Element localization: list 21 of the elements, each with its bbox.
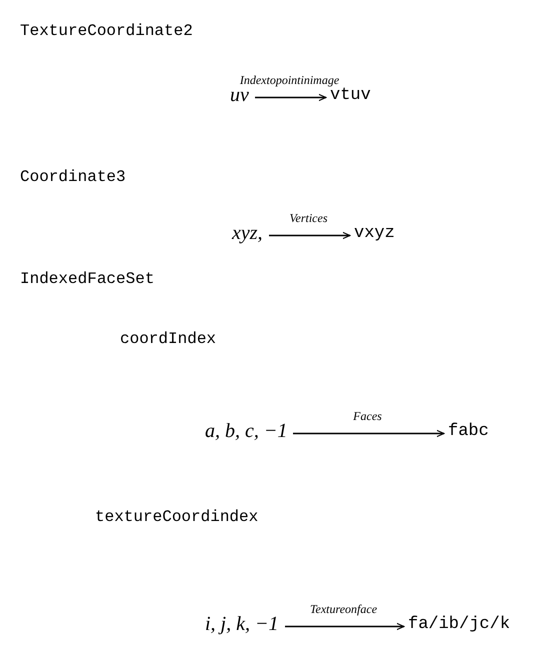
math-term: vtuv: [330, 86, 371, 105]
edge-label: Vertices: [288, 212, 328, 224]
arrow: [269, 232, 351, 240]
math-term: a, b, c, −1: [205, 420, 288, 443]
edge-label: Indextopointinimage: [238, 74, 340, 86]
arrow: [255, 94, 327, 102]
edge-label: Faces: [352, 410, 383, 422]
section-label: textureCoordindex: [95, 508, 258, 526]
edge-label: Textureonface: [308, 603, 378, 615]
math-term: fa/ib/jc/k: [408, 615, 510, 634]
math-term: i, j, k, −1: [205, 613, 278, 636]
section-label: coordIndex: [120, 330, 216, 348]
section-label: Coordinate3: [20, 168, 126, 186]
arrow: [293, 430, 445, 438]
math-term: uv: [230, 84, 249, 107]
section-label: IndexedFaceSet: [20, 270, 154, 288]
arrow: [285, 622, 405, 630]
math-term: xyz,: [232, 222, 263, 245]
section-label: TextureCoordinate2: [20, 22, 193, 40]
math-term: fabc: [448, 422, 489, 441]
math-term: vxyz: [354, 224, 395, 243]
